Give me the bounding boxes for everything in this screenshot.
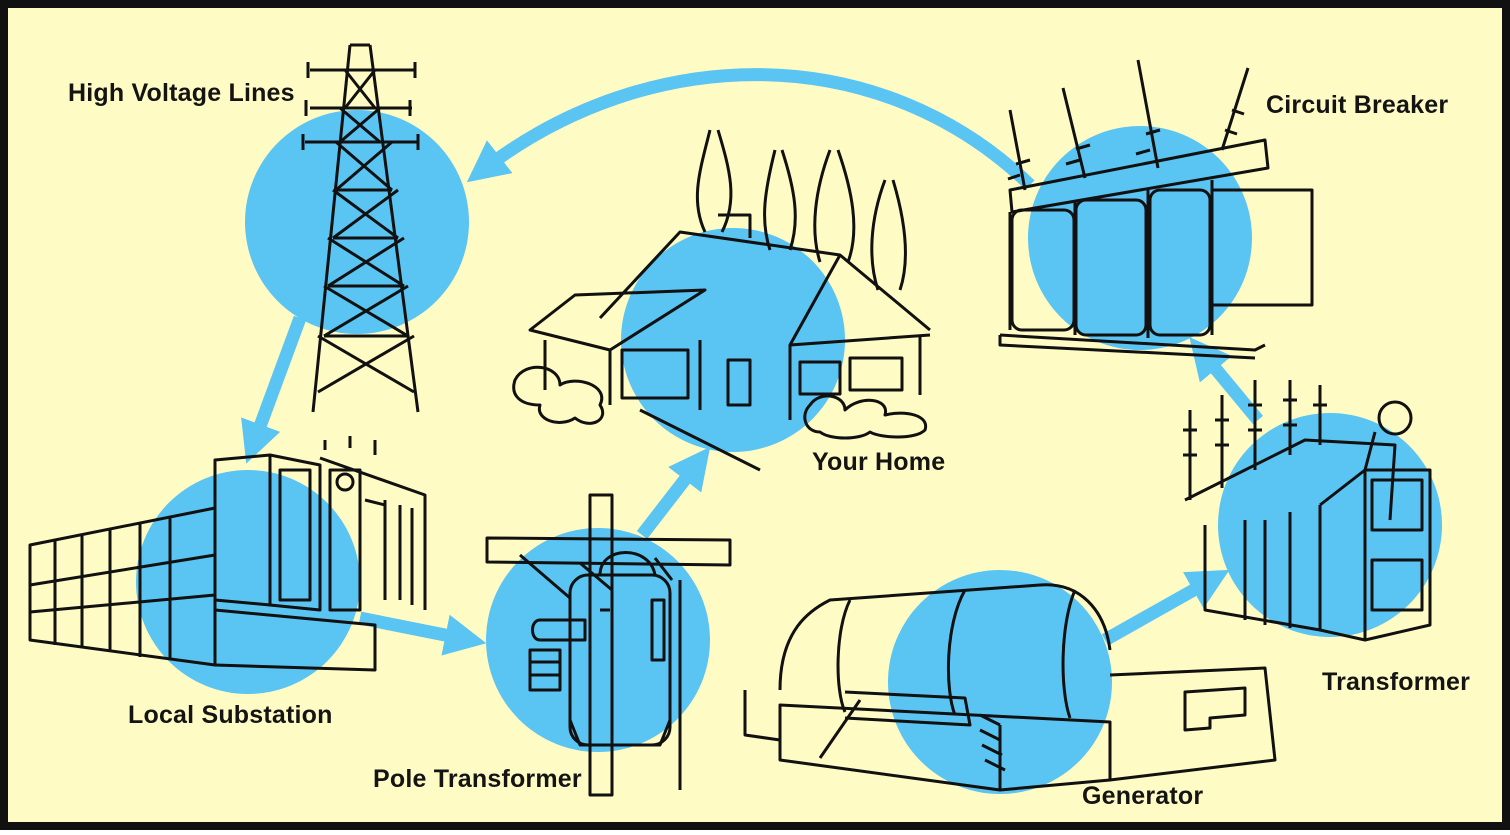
arrow-pole-to-home [636,446,711,539]
label-local-substation: Local Substation [128,701,333,729]
label-generator: Generator [1082,782,1204,810]
transmission-tower-icon [301,43,420,413]
arrow-generator-to-transformer [1101,569,1230,646]
substation-icon [28,436,427,672]
label-pole-transformer: Pole Transformer [373,765,582,793]
pole-transformer-icon [485,493,732,797]
transformer-highlight [1218,413,1442,637]
substation-highlight [136,470,360,694]
flow-arrows [241,68,1264,656]
label-your-home: Your Home [812,448,946,476]
label-transformer: Transformer [1322,668,1471,696]
transformer-icon [1183,380,1432,642]
label-high-voltage-lines: High Voltage Lines [68,79,295,107]
breaker-highlight [1028,126,1252,350]
generator-icon [743,583,1277,792]
arrow-substation-to-pole [358,611,487,656]
house-icon [512,129,931,472]
pole-transformer-highlight [486,528,710,752]
arrow-transformer-to-breaker [1189,337,1264,425]
arrow-breaker-to-lines [466,68,1035,190]
generator-highlight [888,570,1112,794]
circuit-breaker-icon [998,59,1314,360]
arrow-lines-to-substation [241,315,307,464]
label-circuit-breaker: Circuit Breaker [1266,91,1449,119]
